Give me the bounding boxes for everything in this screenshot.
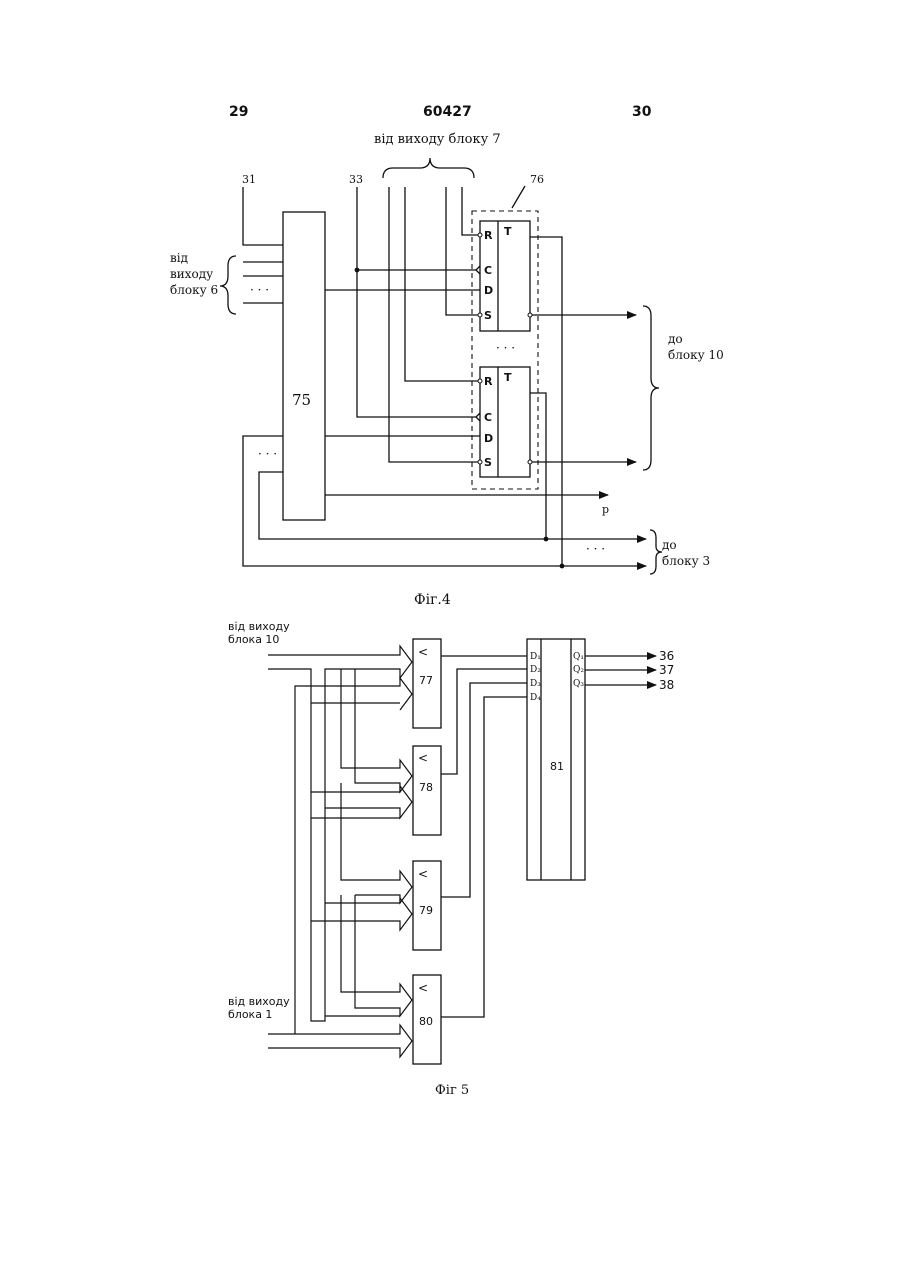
svg-text:D₃: D₃ — [530, 679, 541, 689]
block10-brace — [643, 306, 659, 470]
from-block7-label: від виходу блоку 7 — [374, 132, 501, 147]
svg-text:D: D — [484, 432, 493, 445]
to-block10-line2: блоку 10 — [668, 348, 724, 362]
svg-text:D₂: D₂ — [530, 665, 541, 675]
svg-text:<: < — [418, 751, 428, 765]
svg-text:<: < — [418, 645, 428, 659]
from-block1-line1: від виходу — [228, 995, 290, 1008]
output-38: 38 — [659, 678, 674, 692]
register-81-label: 81 — [550, 760, 564, 773]
svg-text:S: S — [484, 456, 492, 469]
to-block3-line1: до — [662, 538, 677, 552]
svg-text:Q₁: Q₁ — [573, 652, 584, 662]
from-block10-line2: блока 10 — [228, 633, 279, 646]
svg-text:77: 77 — [419, 674, 433, 687]
lower-ellipsis: · · · — [258, 447, 277, 461]
svg-text:D: D — [484, 284, 493, 297]
fig5-caption: Фіг 5 — [435, 1083, 469, 1098]
svg-text:R: R — [484, 229, 493, 242]
svg-text:<: < — [418, 981, 428, 995]
from-block6-line2: виходу — [170, 267, 213, 281]
block7-brace — [383, 158, 474, 178]
to-block3-line2: блоку 3 — [662, 554, 710, 568]
comparator-80: < 80 — [413, 975, 441, 1064]
svg-text:T: T — [504, 371, 512, 384]
bus-33-label: 33 — [349, 173, 363, 186]
output-p-label: р — [602, 503, 609, 516]
comparator-78: < 78 — [413, 746, 441, 835]
from-block10-line1: від виходу — [228, 620, 290, 633]
block-76-label: 76 — [530, 173, 544, 186]
comparator-77: < 77 — [413, 639, 441, 728]
figure-5: від виходу блока 10 від виходу блока 1 <… — [228, 620, 674, 1098]
svg-text:R: R — [484, 375, 493, 388]
svg-text:80: 80 — [419, 1015, 433, 1028]
from-block6-line1: від — [170, 251, 188, 265]
to-block10-line1: до — [668, 332, 683, 346]
comparator-79: < 79 — [413, 861, 441, 950]
bus-31-line — [243, 187, 283, 245]
svg-text:T: T — [504, 225, 512, 238]
fig4-caption: Фіг.4 — [414, 592, 451, 608]
svg-text:78: 78 — [419, 781, 433, 794]
triggers-ellipsis: · · · — [496, 341, 515, 355]
svg-text:D₄: D₄ — [530, 693, 541, 703]
output-37: 37 — [659, 663, 674, 677]
block-75 — [283, 212, 325, 520]
from-block1-line2: блока 1 — [228, 1008, 272, 1021]
svg-text:C: C — [484, 411, 492, 424]
block6-brace — [220, 256, 236, 314]
svg-text:<: < — [418, 867, 428, 881]
bus-31-label: 31 — [242, 173, 256, 186]
svg-text:C: C — [484, 264, 492, 277]
svg-text:D₁: D₁ — [530, 652, 541, 662]
from-block6-line3: блоку 6 — [170, 283, 218, 297]
block3-brace — [650, 530, 662, 574]
svg-text:Q₂: Q₂ — [573, 665, 584, 675]
block3-ellipsis: · · · — [586, 542, 605, 556]
svg-text:Q₃: Q₃ — [573, 679, 584, 689]
output-36: 36 — [659, 649, 674, 663]
block-75-label: 75 — [292, 391, 311, 409]
svg-text:79: 79 — [419, 904, 433, 917]
input-ellipsis: · · · — [250, 283, 269, 297]
block-76-leader — [512, 186, 525, 208]
svg-text:S: S — [484, 309, 492, 322]
figure-4: від виходу блоку 7 31 33 76 75 · · · від… — [170, 132, 724, 608]
